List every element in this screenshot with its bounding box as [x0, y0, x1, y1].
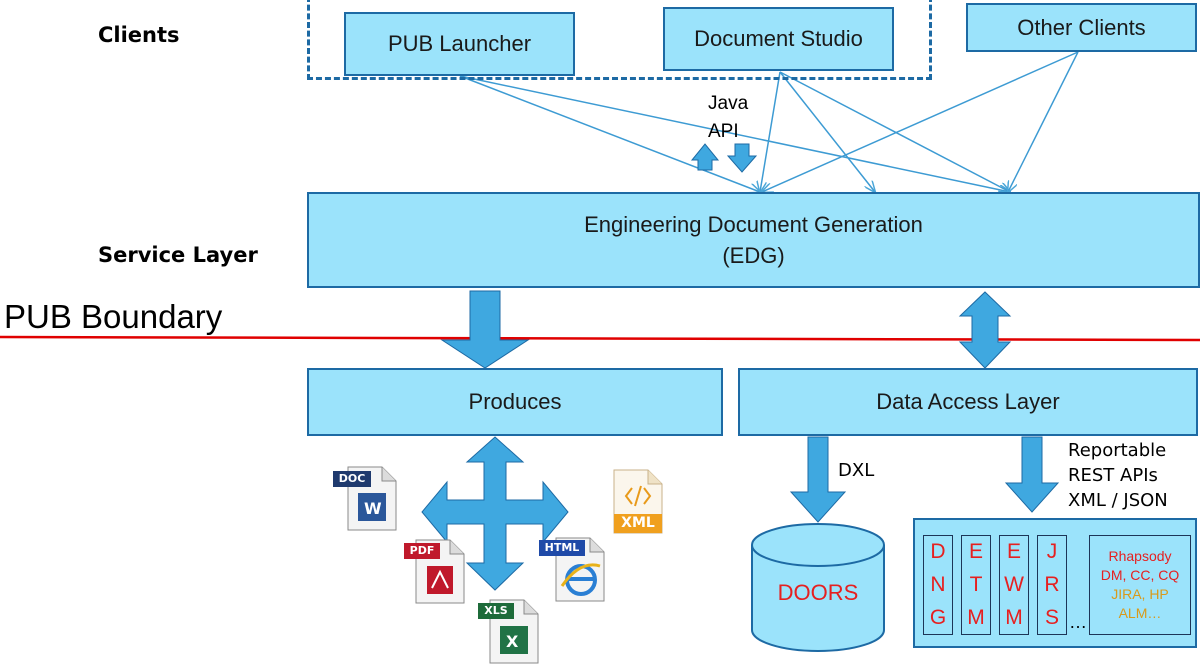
produces-label: Produces: [468, 389, 562, 414]
line-studio-edg: [760, 71, 781, 192]
line-studio-data2: [779, 71, 875, 192]
html-file-icon: [539, 537, 605, 602]
xls-file-label: XLS: [484, 604, 508, 617]
produces-box: Produces: [307, 368, 723, 436]
line-launcher-edg: [459, 75, 760, 192]
pub-boundary-label: PUB Boundary: [4, 298, 223, 335]
svg-text:X: X: [506, 632, 519, 651]
edg-title: Engineering Document Generation: [584, 212, 923, 237]
doors-label: DOORS: [777, 580, 859, 605]
pub-launcher-label: PUB Launcher: [387, 31, 532, 56]
repo-etm-e: E: [968, 540, 983, 564]
edg-box: Engineering Document Generation (EDG): [307, 192, 1200, 288]
edg-produces-arrow: [440, 290, 530, 369]
xml-file-label: XML: [621, 515, 655, 531]
document-studio-box: Document Studio: [663, 7, 894, 71]
repo-ewm-w: W: [1004, 572, 1024, 596]
repo-etm-m: M: [967, 605, 985, 629]
pub-launcher-box: PUB Launcher: [344, 12, 575, 76]
line-other-data: [1008, 51, 1079, 192]
produces-fourway-arrow: [421, 436, 569, 591]
repo-jira-hp: JIRA, HP: [1111, 586, 1169, 602]
java-api-label: Java API: [708, 90, 748, 146]
repo-others: Rhapsody DM, CC, CQ JIRA, HP ALM…: [1089, 535, 1191, 635]
rest-apis-line3: XML / JSON: [1068, 490, 1168, 511]
repo-dng-n: N: [930, 572, 946, 596]
repo-jrs: J R S: [1037, 535, 1067, 635]
repo-jrs-s: S: [1044, 605, 1059, 629]
other-clients-label: Other Clients: [1017, 14, 1146, 40]
xls-file-icon: X: [478, 599, 539, 664]
java-api-line2: API: [708, 121, 739, 142]
clients-group: [307, 0, 932, 80]
document-studio-label: Document Studio: [694, 26, 863, 51]
line-studio-data: [779, 71, 1010, 192]
repo-rhapsody: Rhapsody: [1108, 548, 1172, 564]
java-api-line1: Java: [708, 93, 749, 114]
service-layer-label: Service Layer: [98, 243, 258, 267]
rest-apis-label: Reportable REST APIs XML / JSON: [1068, 438, 1168, 513]
rest-apis-line2: REST APIs: [1068, 465, 1158, 486]
repo-ewm: E W M: [999, 535, 1029, 635]
pub-boundary-line: [0, 335, 1200, 342]
doc-file-label: DOC: [338, 472, 366, 485]
line-launcher-data: [459, 75, 1010, 192]
repo-etm: E T M: [961, 535, 991, 635]
repo-dng: D N G: [923, 535, 953, 635]
repo-ellipsis: …: [1069, 612, 1087, 632]
repo-dm-cc-cq: DM, CC, CQ: [1100, 567, 1180, 583]
repo-jrs-r: R: [1044, 572, 1060, 596]
data-access-layer-label: Data Access Layer: [876, 389, 1060, 414]
repo-dng-d: D: [930, 540, 946, 564]
edg-abbrev: (EDG): [722, 243, 785, 268]
svg-text:W: W: [364, 499, 382, 518]
api-up-arrow: [690, 143, 720, 171]
repo-dng-g: G: [929, 605, 947, 629]
doc-file-icon: W: [333, 466, 397, 531]
repo-etm-t: T: [969, 572, 983, 596]
xml-file-icon: [613, 469, 663, 534]
edg-dataaccess-arrow: [958, 291, 1012, 369]
rest-apis-line1: Reportable: [1068, 440, 1167, 461]
html-file-label: HTML: [544, 541, 580, 554]
line-other-edg: [762, 51, 1079, 192]
api-down-arrow: [726, 143, 758, 173]
repo-ewm-m: M: [1005, 605, 1023, 629]
repo-jrs-j: J: [1046, 540, 1058, 564]
pdf-file-icon: [404, 539, 465, 604]
clients-layer-label: Clients: [98, 23, 180, 47]
repo-ewm-e: E: [1006, 540, 1021, 564]
other-clients-box: Other Clients: [966, 3, 1197, 52]
repo-alm: ALM…: [1118, 605, 1162, 621]
pdf-file-label: PDF: [409, 544, 435, 557]
dxl-arrow: [789, 436, 847, 523]
dxl-label: DXL: [838, 460, 875, 481]
data-access-layer-box: Data Access Layer: [738, 368, 1198, 436]
rest-arrow: [1004, 436, 1060, 513]
doors-cylinder: [751, 523, 885, 652]
